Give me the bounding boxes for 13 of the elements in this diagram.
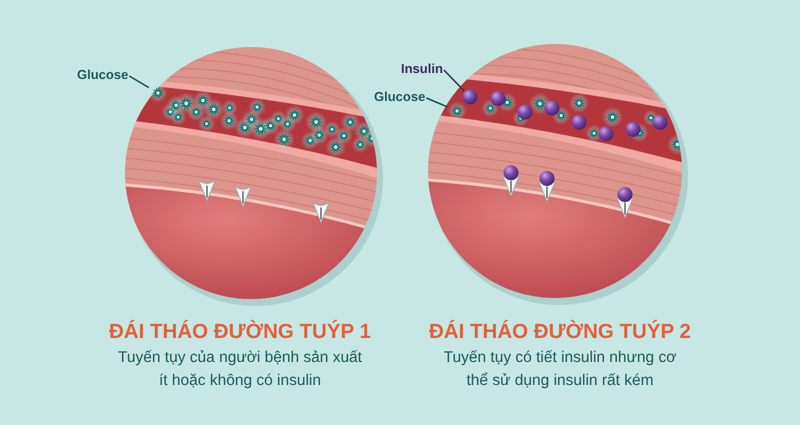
description-text: Tuyến tụy của người bệnh sản xuất ít hoặc không có insulin <box>116 348 363 391</box>
leader-line <box>128 75 150 88</box>
leader-line <box>426 97 448 108</box>
glucose-particle-icon <box>447 101 467 121</box>
diagram-heading: ĐÁI THÁO ĐƯỜNG TUÝP 2 <box>429 320 691 344</box>
glucose-particle-icon <box>148 83 168 103</box>
callout-text: Glucose <box>77 67 128 82</box>
diagram-heading: ĐÁI THÁO ĐƯỜNG TUÝP 1 <box>109 320 371 344</box>
insulin-particle <box>462 90 478 104</box>
callout-text: Insulin <box>401 61 443 76</box>
leader-line <box>443 69 465 92</box>
description-text: Tuyến tụy có tiết insulin nhưng cơ thể sử dụng insulin rất kém <box>442 348 678 391</box>
callout-text: Glucose <box>374 89 426 104</box>
